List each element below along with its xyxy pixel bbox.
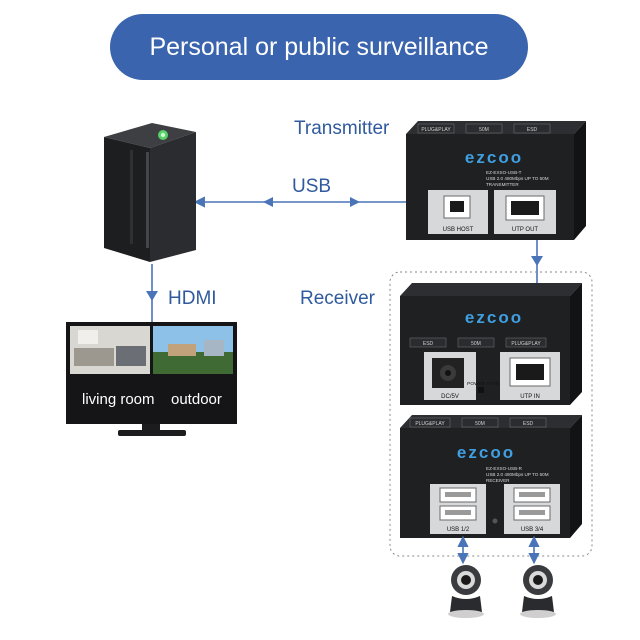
transmitter-port-utp-out: UTP OUT: [512, 227, 539, 233]
title-banner: Personal or public surveillance system: [110, 14, 528, 127]
transmitter-tab-esd: ESD: [527, 127, 538, 133]
receiver-front-device: PLUG&PLAY 50M ESD ezcoo EZ-EXSO-USB-R US…: [400, 415, 582, 538]
receiver-rear-logo: ezcoo: [465, 308, 523, 327]
transmitter-port-usb-host: USB HOST: [443, 227, 474, 233]
usb-label: USB: [292, 176, 332, 197]
pc-tower: [104, 123, 196, 262]
webcam-right: [520, 565, 556, 618]
receiver-rear-tab-plugplay: PLUG&PLAY: [511, 341, 541, 347]
monitor: [66, 322, 237, 436]
receiver-label: Receiver: [300, 288, 375, 309]
webcam-left: [448, 565, 484, 618]
receiver-front-tab-50m: 50M: [475, 421, 485, 427]
transmitter-spec: USB 2.0 480Mbps UP TO 50M: [486, 176, 549, 181]
transmitter-role: TRANSMITTER: [486, 182, 519, 187]
receiver-port-dc: DC/5V: [441, 394, 459, 400]
receiver-role: RECEIVER: [486, 478, 510, 483]
transmitter-logo: ezcoo: [465, 148, 523, 167]
transmitter-label: Transmitter: [294, 118, 390, 139]
transmitter-tab-plugplay: PLUG&PLAY: [421, 127, 451, 133]
receiver-model: EZ-EXSO-USB-R: [486, 466, 523, 471]
monitor-panel-living-room: living room: [82, 391, 155, 408]
transmitter-device: PLUG&PLAY 50M ESD ezcoo EZ-EXSO-USB-T US…: [406, 121, 586, 240]
receiver-rear-tab-esd: ESD: [423, 341, 434, 347]
monitor-panel-outdoor: outdoor: [171, 391, 222, 408]
transmitter-tab-50m: 50M: [479, 127, 489, 133]
receiver-spec: USB 2.0 480Mbps UP TO 50M: [486, 472, 549, 477]
receiver-rear-tab-50m: 50M: [471, 341, 481, 347]
receiver-port-usb-3-4: USB 3/4: [521, 527, 544, 533]
receiver-front-tab-esd: ESD: [523, 421, 534, 427]
receiver-rear-device: ezcoo ESD 50M PLUG&PLAY DC/5V POWER STAT…: [400, 283, 582, 405]
receiver-group-frame: [389, 271, 593, 557]
receiver-front-logo: ezcoo: [457, 443, 515, 462]
hdmi-label: HDMI: [168, 288, 217, 309]
receiver-front-tab-plugplay: PLUG&PLAY: [415, 421, 445, 427]
receiver-port-utp-in: UTP IN: [520, 394, 540, 400]
receiver-port-usb-1-2: USB 1/2: [447, 527, 470, 533]
receiver-power-status: POWER STATUS: [467, 381, 505, 387]
transmitter-model: EZ-EXSO-USB-T: [486, 170, 522, 175]
